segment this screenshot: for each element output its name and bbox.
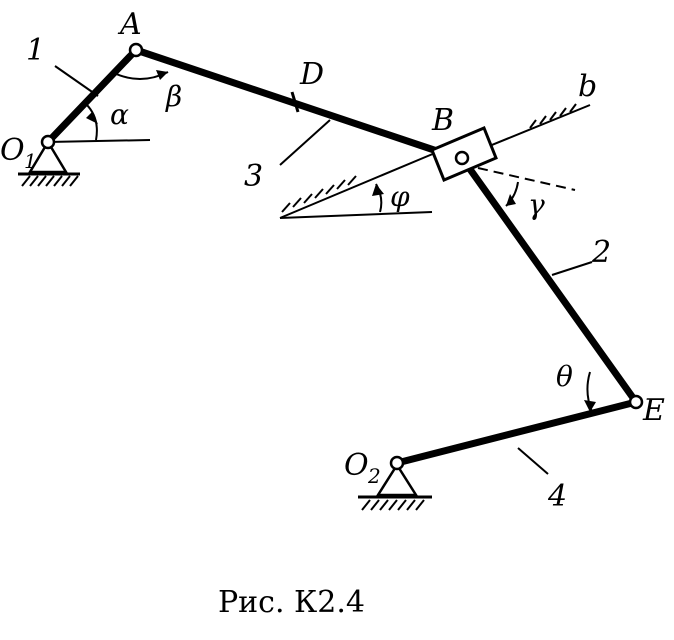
label-e: E (642, 393, 665, 428)
joint-o2 (389, 455, 405, 471)
phi-arrow (372, 184, 384, 196)
label-o2-sub: 2 (367, 464, 381, 488)
phi-reference-wedge (279, 152, 436, 219)
leader-3 (279, 119, 331, 166)
label-beta: β (165, 80, 182, 113)
label-a: A (117, 7, 142, 42)
label-phi: φ (390, 180, 410, 213)
joint-e (628, 394, 644, 410)
label-guide-b: b (578, 69, 597, 104)
ground-support-o1 (18, 139, 80, 187)
link-1 (44, 46, 140, 146)
label-d: D (299, 57, 324, 92)
link-4 (393, 398, 640, 467)
figure-caption: Рис. К2.4 (218, 585, 365, 620)
label-link-3: 3 (244, 159, 263, 194)
label-gamma: γ (528, 188, 545, 221)
label-o1-sub: 1 (24, 149, 37, 173)
label-o2: O (344, 448, 369, 483)
label-link-2: 2 (591, 235, 611, 270)
label-o1: O (0, 133, 25, 168)
alpha-arrow (86, 112, 98, 124)
o1-horizontal-reference (47, 139, 151, 143)
link-3 (132, 46, 444, 156)
gamma-reference (477, 167, 576, 191)
joint-o1 (40, 134, 56, 150)
leader-1 (54, 65, 99, 97)
label-link-4: 4 (547, 479, 567, 514)
joint-a (128, 42, 144, 58)
mark-d (290, 91, 300, 113)
beta-arrow (156, 70, 168, 80)
leader-4 (517, 447, 549, 475)
joint-b (454, 150, 470, 166)
leader-2 (551, 261, 593, 276)
label-theta: θ (556, 360, 573, 393)
label-b: B (431, 103, 454, 138)
label-link-1: 1 (26, 33, 45, 68)
theta-arrow (584, 400, 596, 412)
gamma-arrow (506, 194, 516, 206)
label-alpha: α (110, 98, 129, 131)
link-2 (458, 154, 640, 406)
ground-support-o2 (358, 462, 432, 511)
